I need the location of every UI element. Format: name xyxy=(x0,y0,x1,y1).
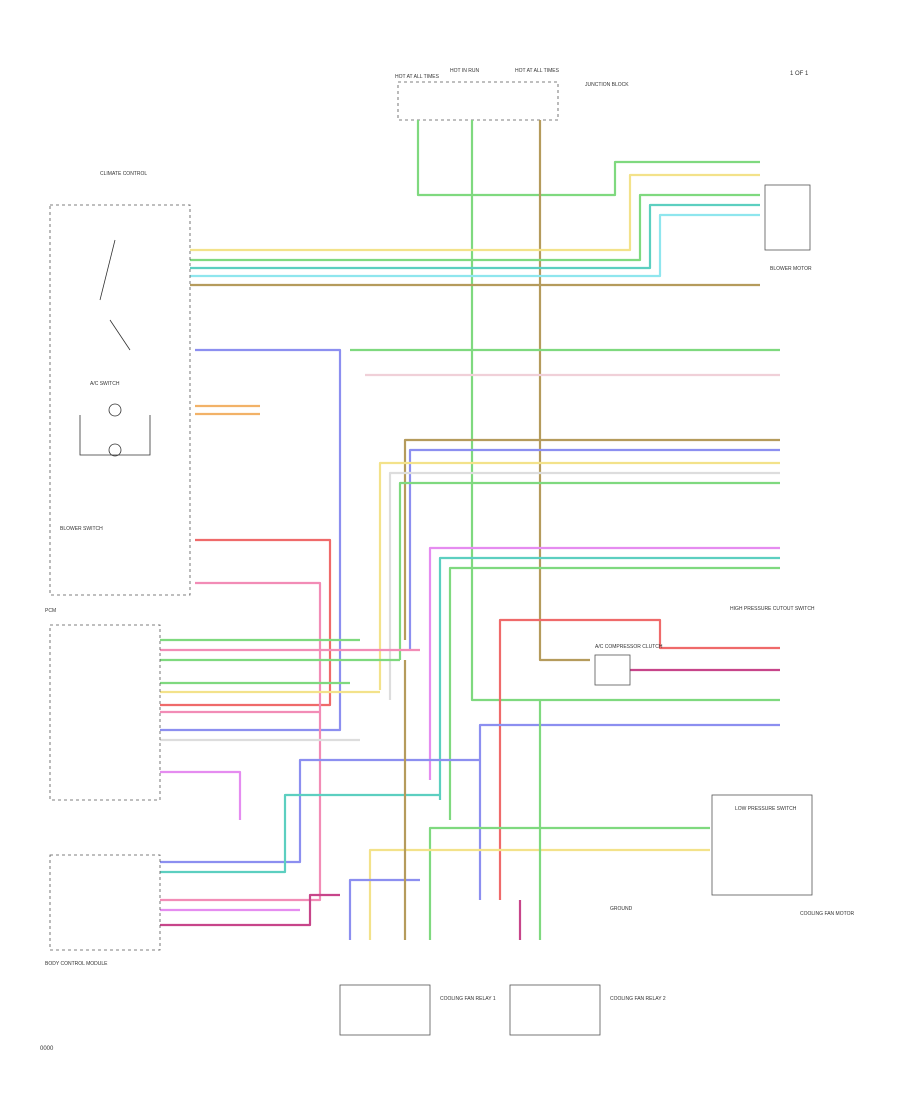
wire-blue-1 xyxy=(160,348,342,732)
switch-bracket xyxy=(79,415,151,456)
blower-motor-box xyxy=(764,184,811,251)
footer-code: 0000 xyxy=(40,1046,54,1052)
ac-switch-label: A/C SWITCH xyxy=(90,381,120,387)
wire-magenta-1 xyxy=(428,546,780,780)
wire-bcm-darkpink xyxy=(160,893,340,927)
wire-bcm-blue2 xyxy=(348,878,420,940)
fan-relays: COOLING FAN RELAY 1 COOLING FAN RELAY 2 xyxy=(339,984,666,1036)
low-pressure-label: LOW PRESSURE SWITCH xyxy=(735,806,797,812)
wire-cyan-1 xyxy=(190,213,760,278)
control-head-box xyxy=(49,204,191,596)
wire-green-6 xyxy=(448,566,780,820)
blower-motor-label: BLOWER MOTOR xyxy=(770,266,812,272)
cooling-fan-label: COOLING FAN MOTOR xyxy=(800,911,854,917)
pressure-switches: HIGH PRESSURE CUTOUT SWITCH LOW PRESSURE… xyxy=(711,606,854,917)
fuse-1-label: HOT AT ALL TIMES xyxy=(395,74,440,80)
wire-green-2 xyxy=(470,120,780,702)
fuse-box xyxy=(397,81,559,121)
fan-relay-2-label: COOLING FAN RELAY 2 xyxy=(610,996,666,1002)
wire-teal-2 xyxy=(438,556,780,800)
wire-green-7 xyxy=(428,826,710,940)
pcm-module: PCM xyxy=(45,608,161,801)
blower-switch-label: BLOWER SWITCH xyxy=(60,526,103,532)
blower-motor: BLOWER MOTOR xyxy=(764,184,812,272)
pcm-label: PCM xyxy=(45,608,56,614)
wire-green-5 xyxy=(398,481,780,660)
wire-yellow-1 xyxy=(190,173,760,252)
pcm-box xyxy=(49,624,161,801)
wire-tan-1 xyxy=(538,120,590,662)
fuse-block: HOT AT ALL TIMES HOT IN RUN HOT AT ALL T… xyxy=(395,68,629,121)
switch-knob-1 xyxy=(108,403,122,417)
control-head-label: CLIMATE CONTROL xyxy=(100,171,147,177)
compressor: A/C COMPRESSOR CLUTCH xyxy=(594,644,663,686)
switch-knob-2 xyxy=(108,443,122,457)
wire-yellow-2 xyxy=(378,461,780,690)
switch-contacts xyxy=(99,239,131,351)
wire-green-1 xyxy=(416,120,760,197)
page-label: 1 OF 1 xyxy=(790,71,809,77)
wire-yellow-3 xyxy=(368,848,710,940)
wire-pink-1 xyxy=(160,581,322,902)
fan-relay-box xyxy=(711,794,813,896)
bcm-label: BODY CONTROL MODULE xyxy=(45,961,108,967)
fuse-3-label: HOT AT ALL TIMES xyxy=(515,68,560,74)
junction-label: JUNCTION BLOCK xyxy=(585,82,629,88)
wire-grey-1 xyxy=(388,471,780,700)
fuse-2-label: HOT IN RUN xyxy=(450,68,479,74)
compressor-box xyxy=(594,654,631,686)
wire-blue-2 xyxy=(408,448,780,650)
wire-blue-3 xyxy=(478,723,780,900)
fan-relay-1-label: COOLING FAN RELAY 1 xyxy=(440,996,496,1002)
pressure-switch-label: HIGH PRESSURE CUTOUT SWITCH xyxy=(730,606,815,612)
bcm-module: BODY CONTROL MODULE xyxy=(45,854,161,967)
bcm-box xyxy=(49,854,161,951)
wire-red-1 xyxy=(160,538,332,707)
wire-red-2 xyxy=(498,618,780,900)
ground-label: GROUND xyxy=(610,906,633,912)
wires xyxy=(160,120,780,940)
control-head: CLIMATE CONTROL A/C SWITCH BLOWER SWITCH xyxy=(49,171,191,596)
wire-pcm-magenta xyxy=(160,770,242,820)
compressor-label: A/C COMPRESSOR CLUTCH xyxy=(595,644,663,650)
wire-teal-1 xyxy=(190,203,760,270)
fan-relay-1-box xyxy=(339,984,431,1036)
wire-green-3 xyxy=(190,193,760,262)
wire-bcm-blue xyxy=(160,758,480,864)
fan-relay-2-box xyxy=(509,984,601,1036)
wire-bcm-teal xyxy=(160,793,440,874)
wire-tan-3 xyxy=(403,438,780,640)
